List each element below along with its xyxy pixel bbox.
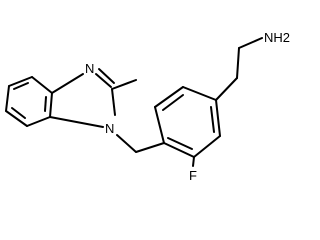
bond xyxy=(5,110,28,127)
bond xyxy=(236,47,240,79)
bond xyxy=(193,135,221,158)
bond xyxy=(44,96,47,112)
bond xyxy=(111,88,116,116)
bond xyxy=(11,107,26,119)
bond xyxy=(163,142,195,158)
bond xyxy=(31,76,53,94)
amine-label: NH2 xyxy=(264,30,290,45)
bond xyxy=(49,116,104,128)
bond xyxy=(51,73,84,94)
bond xyxy=(162,94,184,111)
imidazole-n1-label: N xyxy=(105,121,114,136)
bond xyxy=(8,76,33,87)
bond xyxy=(13,82,29,90)
bond xyxy=(238,37,263,49)
bond xyxy=(154,106,165,144)
bond xyxy=(5,85,10,112)
bond xyxy=(210,106,215,133)
molecule-structure: NH2 N N F xyxy=(5,30,290,183)
bond xyxy=(95,73,112,88)
imidazole-n3-label: N xyxy=(85,61,94,76)
bond xyxy=(49,92,53,118)
bond xyxy=(135,142,165,153)
bond xyxy=(215,99,221,137)
bond xyxy=(26,116,51,127)
bond xyxy=(98,68,115,84)
bond xyxy=(192,156,195,167)
bond xyxy=(182,86,217,101)
bond xyxy=(215,77,238,101)
fluorine-label: F xyxy=(189,168,197,183)
bond xyxy=(167,137,193,150)
bond xyxy=(116,134,137,153)
structure-canvas: NH2 N N F xyxy=(5,30,290,183)
bond xyxy=(111,79,137,90)
bond xyxy=(154,86,184,108)
